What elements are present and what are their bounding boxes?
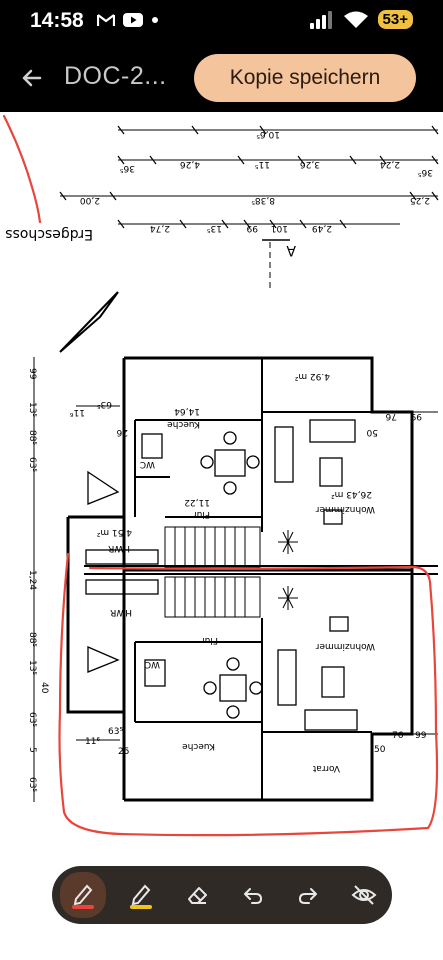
dim-left-635c: 63⁵ — [27, 777, 37, 792]
document-title: DOC-2... — [64, 62, 167, 90]
dim-side-635b: 63⁵ — [108, 727, 123, 737]
room-label-wc-top: WC — [140, 459, 155, 469]
section-marker: A — [286, 242, 296, 258]
room-label-flur-top: Flur — [193, 509, 210, 519]
dim-225: 2,25 — [410, 195, 430, 205]
dim-224: 2,24 — [380, 159, 400, 169]
back-arrow-icon[interactable] — [18, 64, 46, 92]
dim-left-5: 5 — [27, 747, 37, 753]
eraser-tool-button[interactable] — [177, 875, 217, 915]
document-page[interactable]: Kueche 14,64 Flur 11,22 HWR 4,51 m² WC W… — [0, 112, 443, 960]
dim-left-135b: 13⁵ — [27, 660, 37, 675]
dim-326: 3,26 — [300, 159, 320, 169]
wifi-icon — [343, 11, 368, 28]
dim-side-115b: 11⁶ — [85, 737, 100, 747]
room-area-hwr-top: 4,51 m² — [96, 527, 132, 537]
highlighter-tool-button[interactable] — [121, 875, 161, 915]
dim-side-635: 63⁵ — [97, 399, 112, 409]
redo-button[interactable] — [288, 875, 328, 915]
dim-bottom-50: 50 — [374, 745, 386, 755]
dim-right-76: 76 — [385, 411, 397, 421]
floor-plan-drawing: Kueche 14,64 Flur 11,22 HWR 4,51 m² WC W… — [2, 114, 439, 837]
dim-bottom-76: 76 — [392, 731, 404, 741]
dim-left-40: 40 — [39, 682, 49, 694]
room-label-wohnzimmer-top: Wohnzimmer — [315, 504, 375, 514]
notification-icons — [97, 13, 159, 27]
room-label-kueche-top: Kueche — [167, 419, 200, 429]
room-label-flur-bottom: Flur — [201, 635, 218, 645]
dim-left-88: 88⁵ — [27, 430, 37, 445]
dim-left-88b: 88⁵ — [27, 632, 37, 647]
dim-left-99: 99 — [27, 368, 37, 380]
status-time: 14:58 — [30, 9, 84, 32]
hide-annotations-button[interactable] — [344, 875, 384, 915]
app-bar: DOC-2... Kopie speichern — [0, 44, 443, 112]
save-copy-button[interactable]: Kopie speichern — [194, 54, 416, 102]
dim-side-115: 11⁶ — [70, 407, 85, 417]
status-bar: 14:58 53+ — [0, 0, 443, 44]
room-label-hwr-bottom: HWR — [110, 607, 132, 617]
dim-200: 2,00 — [80, 195, 100, 205]
redo-icon — [299, 888, 318, 904]
floor-label: Erdgeschoss — [5, 226, 93, 242]
youtube-icon — [123, 13, 143, 27]
highlighter-icon — [130, 884, 153, 909]
gmail-icon — [97, 14, 115, 26]
dim-right-99: 99 — [410, 411, 422, 421]
system-icons: 53+ — [309, 10, 413, 29]
undo-icon — [243, 888, 262, 904]
pen-icon — [71, 884, 94, 909]
room-label-wc-bottom: WC — [145, 659, 160, 669]
room-area-wohnzimmer-top: 26,43 m² — [331, 489, 372, 499]
dim-99: 99 — [246, 223, 258, 233]
annotation-toolbar — [52, 866, 392, 924]
eraser-icon — [188, 887, 208, 904]
eye-off-icon — [351, 885, 377, 905]
dim-838: 8,38⁵ — [251, 195, 275, 205]
room-label-vorrat-bottom: Vorrat — [312, 763, 340, 773]
dim-left-635: 63⁵ — [27, 457, 37, 472]
room-area-abstell-top: 4.92 m² — [294, 371, 330, 381]
room-label-wohnzimmer-bottom: Wohnzimmer — [315, 641, 375, 651]
dim-135: 13⁵ — [207, 223, 222, 233]
dim-249: 2,49 — [312, 223, 332, 233]
dim-left-135: 13⁵ — [27, 402, 37, 417]
dim-side-25: 25 — [118, 747, 129, 757]
dim-101: 101 — [271, 223, 288, 233]
undo-button[interactable] — [233, 875, 273, 915]
room-label-hwr-top: HWR — [108, 543, 130, 553]
dim-115: 11⁵ — [255, 159, 270, 169]
dim-274: 2,74 — [150, 223, 170, 233]
room-area-kueche-top: 14,64 — [174, 406, 200, 416]
dim-left-124: 1,24 — [27, 570, 37, 590]
dim-365b: 36⁵ — [418, 167, 433, 177]
dot-icon — [152, 17, 158, 23]
battery-level: 53 — [382, 11, 400, 28]
dim-right-50: 50 — [366, 427, 378, 437]
pen-tool-button[interactable] — [59, 872, 106, 918]
signal-icon — [309, 10, 332, 29]
dim-left-635b: 63⁵ — [27, 712, 37, 727]
dim-total: 10,6⁵ — [256, 129, 280, 139]
dim-bottom-99: 99 — [415, 731, 427, 741]
battery-icon: 53+ — [377, 10, 413, 29]
room-label-kueche-bottom: Kueche — [182, 741, 215, 751]
dim-365: 36⁵ — [120, 163, 135, 173]
dim-426: 4,26 — [180, 159, 200, 169]
dim-side-26: 26 — [116, 427, 128, 437]
red-annotation — [2, 114, 439, 837]
room-area-flur-top: 11,22 — [184, 497, 210, 507]
